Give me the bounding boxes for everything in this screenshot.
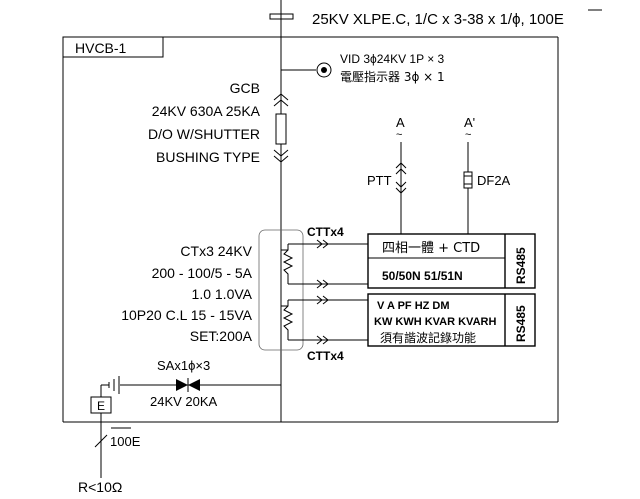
panel-name-box bbox=[62, 36, 164, 58]
ct-upper-coil-icon bbox=[281, 244, 294, 284]
df2a-label: DF2A bbox=[477, 173, 511, 188]
vid-symbol-outer bbox=[316, 62, 332, 78]
vid-line1: VID 3ϕ24KV 1P × 3 bbox=[340, 52, 445, 66]
ct-enclosure bbox=[258, 229, 304, 351]
bus-a-prime-tilde: ~ bbox=[465, 129, 471, 141]
ct-line2: 200 - 100/5 - 5A bbox=[152, 265, 253, 281]
gcb-line3: D/O W/SHUTTER bbox=[148, 126, 260, 142]
vid-line2: 電壓指示器 3ϕ × 1 bbox=[340, 69, 445, 84]
ptt-label: PTT bbox=[367, 173, 392, 188]
ct-line1: CTx3 24KV bbox=[180, 243, 252, 259]
ground-cable-slash bbox=[94, 434, 108, 448]
cable-termination-symbol bbox=[269, 13, 294, 20]
meter-row1: V A PF HZ DM bbox=[377, 300, 450, 312]
sa-line2: 24KV 20KA bbox=[150, 394, 218, 409]
gcb-breaker-symbol bbox=[273, 93, 289, 163]
relay-box bbox=[367, 233, 536, 289]
ptt-connector-symbol bbox=[395, 162, 407, 194]
bus-a-tilde: ~ bbox=[396, 129, 402, 141]
bus-a-prime-label: A' bbox=[464, 115, 475, 130]
surge-arrester-symbol bbox=[176, 378, 200, 392]
meter-row2: KW KWH KVAR KVARH bbox=[374, 316, 496, 328]
meter-comm: RS485 bbox=[514, 305, 528, 342]
relay-title: 四相一體 + CTD bbox=[382, 241, 480, 256]
relay-comm: RS485 bbox=[514, 247, 528, 284]
ground-bar-label: E bbox=[97, 399, 105, 413]
ctt-top-label: CTTx4 bbox=[307, 225, 344, 239]
ct-wiring-relay bbox=[288, 239, 368, 289]
cable-label: 25KV XLPE.C, 1/C x 3-38 x 1/ϕ, 100E bbox=[312, 11, 564, 28]
vid-symbol-inner bbox=[321, 67, 327, 73]
gcb-line4: BUSHING TYPE bbox=[156, 149, 260, 165]
ct-line3: 1.0 1.0VA bbox=[192, 286, 253, 302]
ct-line5: SET:200A bbox=[190, 328, 253, 344]
gcb-line1: GCB bbox=[230, 80, 260, 96]
ground-cable-label: 100E bbox=[110, 434, 141, 449]
sa-line1: SAx1ϕ×3 bbox=[157, 358, 210, 373]
bus-a-label: A bbox=[396, 115, 405, 130]
ct-wiring-meter bbox=[288, 295, 368, 345]
ct-lower-coil-icon bbox=[281, 300, 294, 340]
relay-functions: 50/50N 51/51N bbox=[382, 269, 463, 283]
meter-row3: 須有諧波記錄功能 bbox=[380, 330, 476, 345]
meter-box bbox=[367, 293, 536, 347]
ground-symbol bbox=[108, 376, 120, 394]
fuse-symbol bbox=[463, 171, 473, 189]
panel-name: HVCB-1 bbox=[75, 40, 127, 56]
ct-line4: 10P20 C.L 15 - 15VA bbox=[121, 307, 252, 323]
gcb-line2: 24KV 630A 25KA bbox=[152, 103, 261, 119]
ground-resistance: R<10Ω bbox=[78, 479, 122, 495]
ctt-bottom-label: CTTx4 bbox=[307, 349, 344, 363]
